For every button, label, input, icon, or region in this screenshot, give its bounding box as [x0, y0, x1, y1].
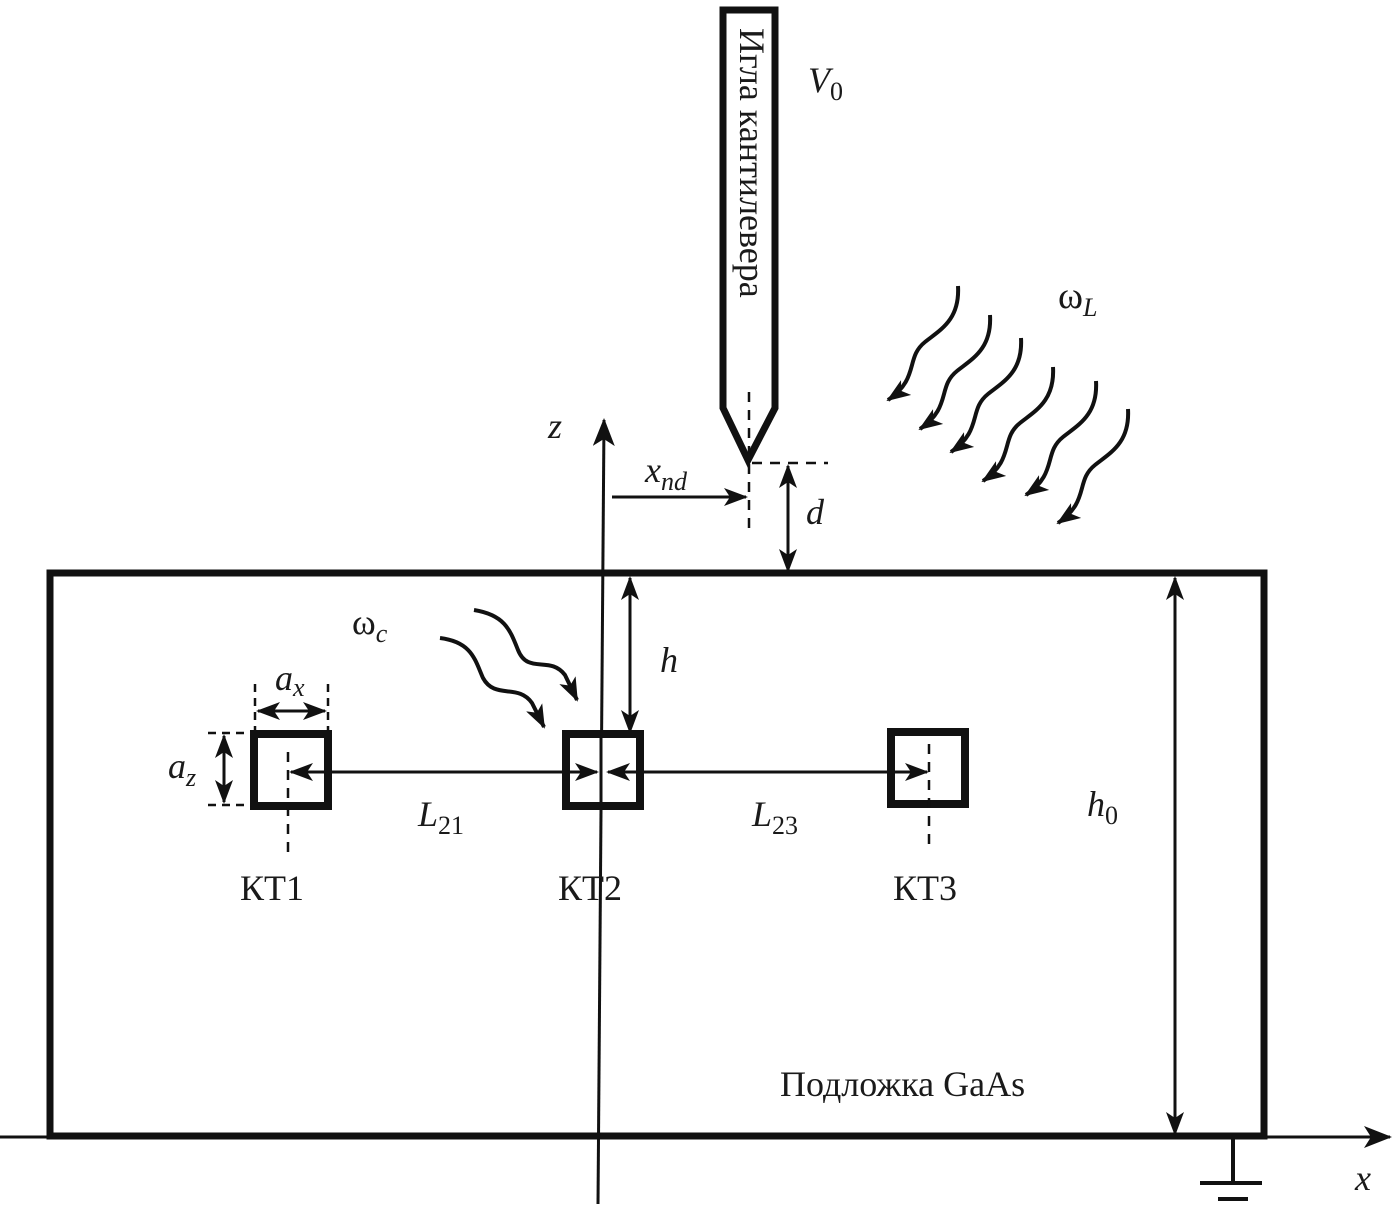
cavity-wave-2 — [439, 636, 546, 729]
laser-wave-3 — [949, 337, 1024, 454]
laser-waves — [886, 285, 1131, 525]
qd1-label: КТ1 — [240, 868, 304, 908]
qd2-label: КТ2 — [558, 868, 622, 908]
z-axis — [592, 418, 615, 1205]
ground-icon — [1200, 1137, 1262, 1201]
az-label: az — [168, 746, 196, 792]
laser-wave-1 — [886, 285, 961, 402]
substrate-label: Подложка GaAs — [780, 1064, 1025, 1104]
laser-wave-4 — [981, 366, 1056, 483]
cavity-waves — [439, 608, 579, 729]
x-nd-label: xnd — [644, 450, 688, 496]
cantilever-tip — [719, 6, 779, 468]
x-axis-label: x — [1354, 1158, 1371, 1198]
l21-label: L21 — [417, 794, 464, 840]
h0-label: h0 — [1087, 784, 1118, 830]
omega-l-label: ωL — [1058, 275, 1097, 322]
quantum-dot-1 — [250, 730, 332, 810]
laser-wave-2 — [918, 314, 993, 431]
quantum-dot-2 — [562, 730, 644, 810]
ax-label: ax — [275, 658, 305, 702]
qd3-label: КТ3 — [893, 868, 957, 908]
laser-wave-5 — [1024, 380, 1099, 497]
v0-label: V0 — [808, 60, 843, 106]
substrate-block — [46, 569, 1268, 1140]
z-axis-label: z — [547, 406, 562, 446]
cavity-wave-1 — [473, 608, 579, 702]
laser-wave-6 — [1056, 408, 1131, 525]
cantilever-label: Игла кантилевера — [732, 28, 772, 298]
d-label: d — [806, 492, 825, 532]
h-label: h — [660, 640, 678, 680]
l23-label: L23 — [751, 794, 798, 840]
omega-c-label: ωc — [352, 602, 388, 648]
